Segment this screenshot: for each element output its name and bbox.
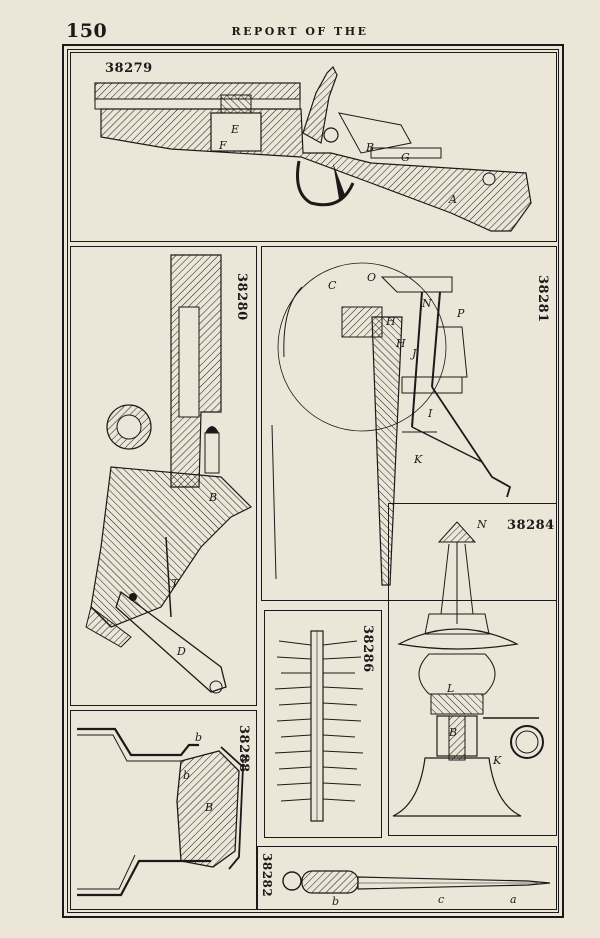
patent-number: 38282 bbox=[260, 853, 274, 898]
figure-letter: I bbox=[427, 407, 433, 420]
brush-drawing-38286 bbox=[274, 630, 364, 822]
vessel-drawing-38288: d b b B bbox=[77, 727, 248, 897]
figure-letter: N bbox=[476, 518, 487, 531]
patent-number: 38280 bbox=[234, 273, 249, 321]
figure-panel-38279: E F B G A 38279 bbox=[70, 52, 557, 242]
figure-letter: a bbox=[510, 893, 517, 906]
running-head: REPORT OF THE bbox=[231, 25, 369, 38]
firearm-drawing-38279: E F B G A bbox=[94, 65, 532, 232]
figure-letter: H bbox=[395, 337, 406, 350]
patent-number: 38284 bbox=[507, 518, 555, 533]
mechanism-drawing-38281: C O N H P J I H K bbox=[271, 262, 512, 586]
figure-letter: J bbox=[410, 347, 417, 360]
figure-letter: P bbox=[456, 307, 465, 320]
figure-letter: L bbox=[446, 682, 454, 695]
patent-number: 38281 bbox=[535, 275, 550, 323]
figure-letter: B bbox=[208, 491, 217, 504]
figure-letter: F bbox=[218, 139, 227, 152]
figure-letter: G bbox=[401, 151, 410, 164]
figure-panel-38281: C O N H P J I H K 38281 bbox=[261, 246, 557, 601]
figure-letter: O bbox=[367, 271, 376, 284]
patent-number: 38286 bbox=[360, 625, 375, 673]
figure-letter: c bbox=[438, 893, 444, 906]
figure-letter: b bbox=[195, 731, 202, 744]
figure-letter: B bbox=[448, 726, 457, 739]
figure-panel-38284: N L B K 38284 bbox=[388, 503, 557, 836]
figure-panel-38282: b c a 38282 bbox=[257, 846, 557, 910]
figure-letter: T bbox=[171, 577, 180, 590]
figure-letter: H bbox=[385, 315, 396, 328]
figure-letter: N bbox=[421, 297, 432, 310]
patent-number: 38288 bbox=[236, 725, 251, 773]
figure-letter: d bbox=[241, 753, 248, 766]
figure-panel-38280: B T D 38280 bbox=[70, 246, 257, 706]
needle-drawing-38282: b c a bbox=[282, 870, 551, 908]
figure-letter: b bbox=[183, 769, 190, 782]
figure-letter: B bbox=[204, 801, 213, 814]
figure-letter: K bbox=[413, 453, 423, 466]
lamp-drawing-38284: N L B K bbox=[392, 518, 544, 817]
figure-letter: E bbox=[230, 123, 239, 136]
figure-letter: D bbox=[176, 645, 186, 658]
plate-inner-border bbox=[67, 49, 559, 913]
figure-panel-38288: d b b B 38288 bbox=[70, 710, 257, 910]
patent-number: 38279 bbox=[105, 61, 153, 76]
figure-letter: K bbox=[492, 754, 502, 767]
figure-letter: A bbox=[448, 193, 457, 206]
figure-panel-38286: 38286 bbox=[264, 610, 382, 838]
figure-letter: b bbox=[332, 895, 339, 908]
plate-outer-border bbox=[62, 44, 564, 918]
firearm-drawing-38280: B T D bbox=[85, 254, 253, 694]
page-number: 150 bbox=[66, 20, 108, 42]
figure-letter: C bbox=[328, 279, 337, 292]
figure-letter: B bbox=[365, 141, 374, 154]
